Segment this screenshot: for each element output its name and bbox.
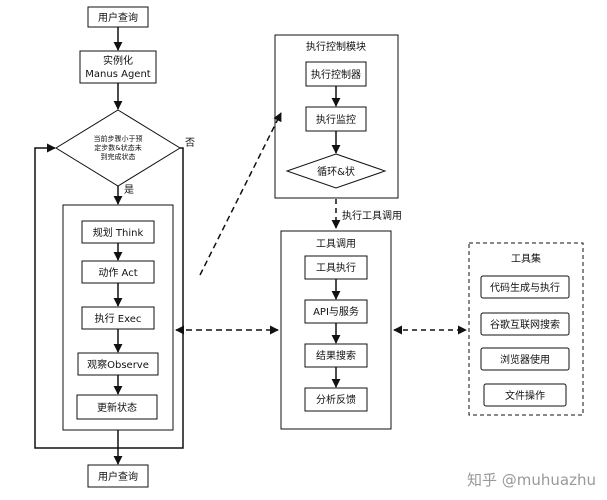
toolset-item-label: 谷歌互联网搜索 bbox=[490, 318, 560, 331]
toolset-item-search: 谷歌互联网搜索 bbox=[480, 312, 570, 336]
decision-text-3: 到完成状态 bbox=[101, 152, 136, 161]
decision-text-2: 定步数&状态未 bbox=[94, 143, 141, 152]
toolset-item-file: 文件操作 bbox=[483, 383, 567, 407]
toolset-title: 工具集 bbox=[511, 252, 541, 265]
loop-step-update: 更新状态 bbox=[76, 394, 158, 420]
exec-control-item: 执行监控 bbox=[316, 113, 356, 126]
instantiate-label-2: Manus Agent bbox=[85, 69, 150, 80]
exec-control-title: 执行控制模块 bbox=[306, 40, 366, 53]
loop-step-label: 观察Observe bbox=[87, 358, 149, 371]
loop-step-label: 规划 Think bbox=[93, 226, 144, 239]
no-label: 否 bbox=[185, 137, 195, 149]
tool-exec-box: 工具执行 bbox=[304, 255, 368, 280]
decision-diamond: 当前步骤小于预 定步数&状态未 到完成状态 bbox=[55, 109, 181, 187]
tool-call-item: API与服务 bbox=[313, 305, 359, 318]
loop-step-label: 动作 Act bbox=[98, 267, 137, 279]
tool-call-item: 分析反馈 bbox=[316, 393, 356, 406]
toolset-item-label: 文件操作 bbox=[505, 389, 545, 402]
loop-step-think: 规划 Think bbox=[81, 220, 155, 244]
exec-monitor-box: 执行监控 bbox=[305, 106, 367, 132]
watermark: 知乎 @muhuazhu bbox=[467, 471, 596, 489]
loop-step-observe: 观察Observe bbox=[77, 352, 159, 376]
end-label: 用户查询 bbox=[98, 470, 138, 483]
yes-label: 是 bbox=[124, 184, 134, 196]
loop-state-label: 循环&状 bbox=[317, 165, 355, 178]
toolset-item-code: 代码生成与执行 bbox=[480, 275, 570, 299]
analysis-feedback-box: 分析反馈 bbox=[304, 387, 368, 412]
end-node: 用户查询 bbox=[87, 464, 149, 488]
loop-step-act: 动作 Act bbox=[81, 260, 155, 284]
toolset-item-browser: 浏览器使用 bbox=[480, 347, 570, 371]
tool-call-item: 工具执行 bbox=[316, 261, 356, 274]
loop-step-label: 更新状态 bbox=[97, 401, 137, 414]
tool-call-title: 工具调用 bbox=[316, 238, 356, 250]
decision-text-1: 当前步骤小于预 bbox=[94, 134, 143, 143]
result-search-box: 结果搜索 bbox=[304, 343, 368, 368]
arrow-no-to-end bbox=[113, 147, 184, 465]
tool-call-item: 结果搜索 bbox=[316, 349, 356, 362]
api-service-box: API与服务 bbox=[304, 299, 368, 324]
tool-call-link-label: 执行工具调用 bbox=[342, 209, 402, 222]
loop-step-label: 执行 Exec bbox=[95, 312, 142, 325]
toolset-item-label: 代码生成与执行 bbox=[490, 281, 560, 294]
exec-controller-box: 执行控制器 bbox=[305, 61, 367, 87]
start-node: 用户查询 bbox=[87, 6, 149, 28]
instantiate-node: 实例化 Manus Agent bbox=[79, 50, 157, 84]
instantiate-label-1: 实例化 bbox=[103, 54, 133, 67]
arrow-loop-back bbox=[34, 143, 119, 449]
loop-state-diamond: 循环&状 bbox=[285, 153, 387, 189]
exec-control-item: 执行控制器 bbox=[311, 68, 361, 81]
dashed-arrow-loop-to-exec-control bbox=[199, 112, 282, 276]
start-label: 用户查询 bbox=[98, 11, 138, 24]
toolset-item-label: 浏览器使用 bbox=[500, 353, 550, 366]
loop-step-exec: 执行 Exec bbox=[81, 306, 155, 330]
